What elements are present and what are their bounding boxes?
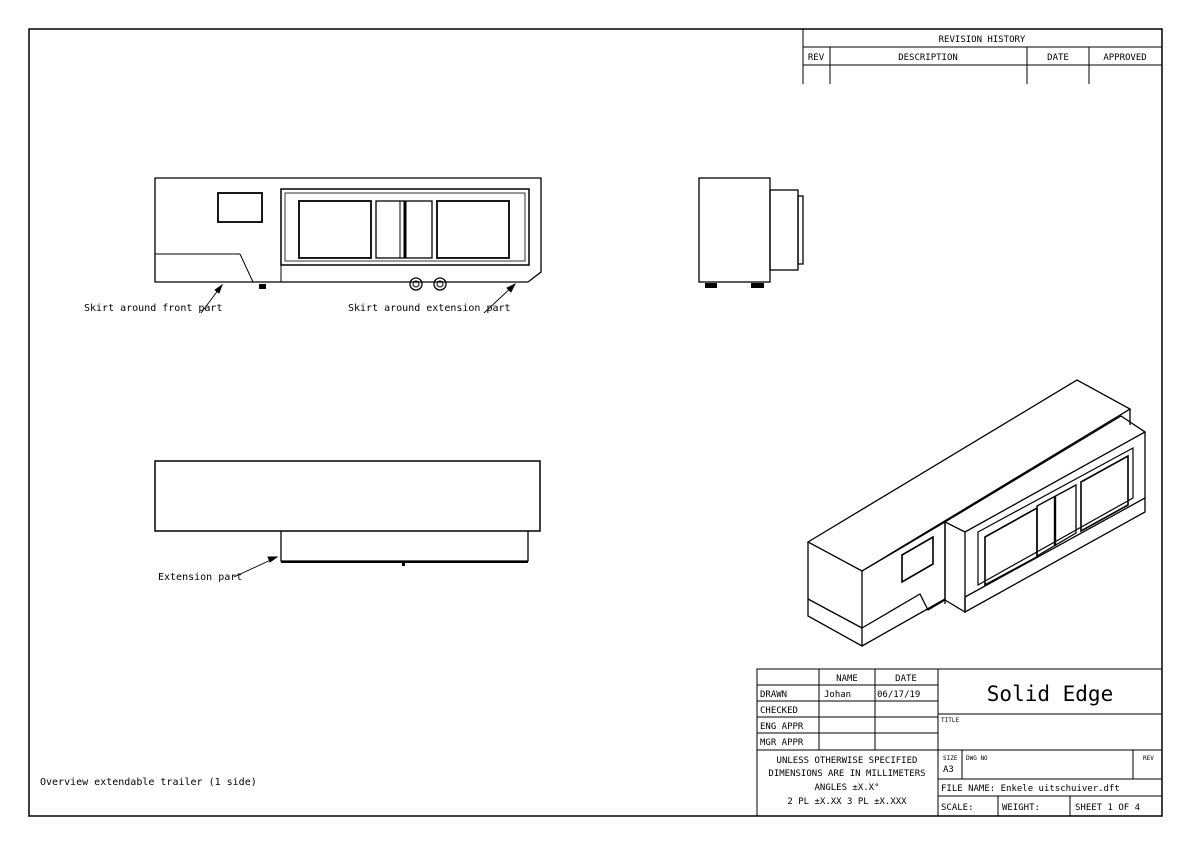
size-value: A3 — [943, 765, 954, 775]
approved-col-header: APPROVED — [1103, 53, 1146, 63]
date-col-header: DATE — [1047, 53, 1069, 63]
eng-appr-label: ENG APPR — [760, 722, 804, 732]
end-view — [698, 177, 804, 288]
rev-col-header: REV — [808, 53, 825, 63]
header-name: NAME — [836, 674, 858, 684]
dwg-no-label: DWG NO — [966, 755, 988, 762]
leader-lines — [200, 282, 517, 578]
header-date: DATE — [895, 674, 917, 684]
drawn-date: 06/17/19 — [877, 690, 920, 700]
scale-label: SCALE: — [941, 803, 974, 813]
file-name: FILE NAME: Enkele uitschuiver.dft — [941, 784, 1120, 794]
sheet-number: SHEET 1 OF 4 — [1075, 803, 1140, 813]
tolerance-line-2: DIMENSIONS ARE IN MILLIMETERS — [768, 769, 925, 779]
title-block — [756, 668, 1163, 817]
mgr-appr-label: MGR APPR — [760, 738, 804, 748]
extension-part-label: Extension part — [158, 572, 243, 583]
revision-history-block — [802, 29, 1162, 84]
sheet-border — [28, 28, 1163, 817]
plan-view — [154, 460, 541, 566]
tolerance-line-1: UNLESS OTHERWISE SPECIFIED — [777, 756, 918, 766]
company-name: Solid Edge — [987, 682, 1113, 706]
title-label: TITLE — [941, 717, 959, 724]
description-col-header: DESCRIPTION — [898, 53, 958, 63]
rev-label: REV — [1143, 755, 1154, 762]
skirt-front-label: Skirt around front part — [84, 303, 223, 314]
size-label: SIZE — [943, 755, 958, 762]
weight-label: WEIGHT: — [1002, 803, 1040, 813]
revision-history-title: REVISION HISTORY — [939, 35, 1026, 45]
isometric-view — [806, 379, 1147, 648]
side-view — [154, 177, 542, 291]
drawn-name: Johan — [824, 690, 851, 700]
overview-caption: Overview extendable trailer (1 side) — [40, 777, 257, 788]
tolerance-line-3: ANGLES ±X.X° — [814, 783, 879, 793]
drawn-label: DRAWN — [760, 690, 787, 700]
checked-label: CHECKED — [760, 706, 798, 716]
skirt-extension-label: Skirt around extension part — [348, 303, 511, 314]
tolerance-line-4: 2 PL ±X.XX 3 PL ±X.XXX — [787, 797, 907, 807]
